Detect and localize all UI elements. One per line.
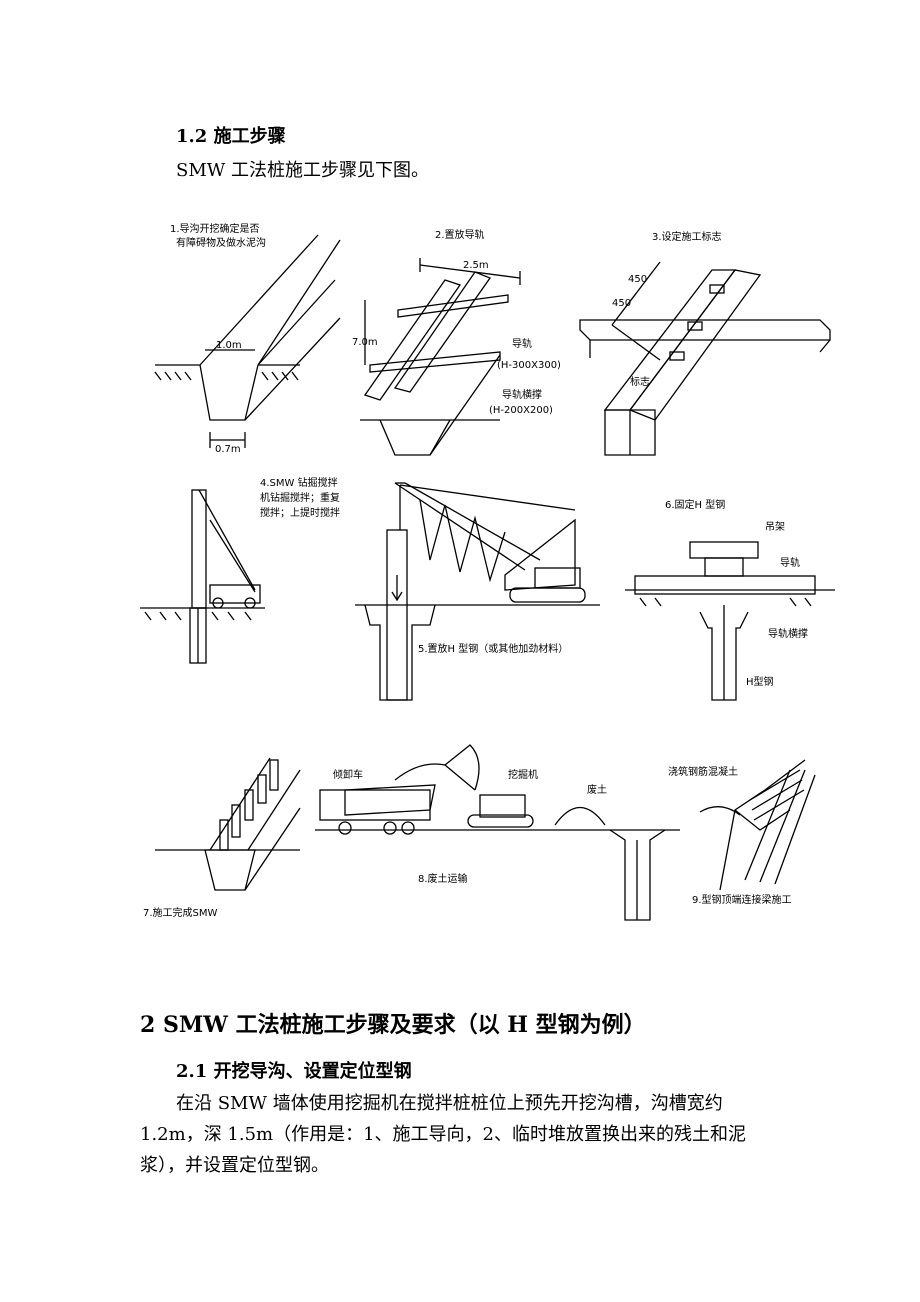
section-heading-2: 2 SMW 工法桩施工步骤及要求（以 H 型钢为例） <box>140 1012 646 1038</box>
step1-label-2: 有障碍物及做水泥沟 <box>176 236 266 249</box>
step3-dim-b: 450 <box>612 298 631 309</box>
step9-label: 9.型钢顶端连接梁施工 <box>692 893 792 906</box>
section-paragraph: 在沿 SMW 墙体使用挖掘机在搅拌桩桩位上预先开挖沟槽，沟槽宽约 1.2m，深 … <box>140 1093 747 1176</box>
step2-rail: 导轨 <box>512 337 532 350</box>
section-intro: SMW 工法桩施工步骤见下图。 <box>176 160 429 181</box>
step2-brace-spec: (H-200X200) <box>489 405 553 416</box>
step4-label-2: 机钻掘搅拌；重复 <box>260 491 340 504</box>
step2-dim-length: 7.0m <box>352 337 378 348</box>
step2-label: 2.置放导轨 <box>435 228 485 241</box>
step3-label: 3.设定施工标志 <box>652 230 722 243</box>
step5-label: 5.置放H 型钢（或其他加劲材料） <box>418 642 568 655</box>
step6-hanger: 吊架 <box>765 521 785 533</box>
step8-spoil: 废土 <box>587 783 607 796</box>
step8-label: 8.废土运输 <box>418 872 468 885</box>
step6-label: 6.固定H 型钢 <box>665 498 725 511</box>
step3-mark: 标志 <box>630 375 650 388</box>
section-heading-1-2: 1.2 施工步骤 <box>176 126 286 147</box>
section-heading-2-1: 2.1 开挖导沟、设置定位型钢 <box>176 1061 412 1082</box>
step2-dim-width: 2.5m <box>463 260 489 271</box>
step9-pour: 浇筑钢筋混凝土 <box>668 765 738 778</box>
step2-brace: 导轨横撑 <box>502 388 542 401</box>
step2-rail-spec: (H-300X300) <box>497 360 561 371</box>
step4-label-1: 4.SMW 钻掘搅拌 <box>260 476 338 489</box>
step7-label: 7.施工完成SMW <box>143 906 218 919</box>
step3-dim-a: 450 <box>628 274 647 285</box>
step8-excavator: 挖掘机 <box>508 768 538 781</box>
step1-label-1: 1.导沟开挖确定是否 <box>170 222 260 235</box>
step4-label-3: 搅拌；上提时搅拌 <box>260 506 340 519</box>
step6-rail: 导轨 <box>780 556 800 569</box>
step1-dim-top: 1.0m <box>216 340 242 351</box>
step6-brace: 导轨横撑 <box>768 627 808 640</box>
step1-dim-bottom: 0.7m <box>215 444 241 455</box>
step6-hbeam: H型钢 <box>746 675 774 688</box>
step8-truck: 倾卸车 <box>333 768 363 781</box>
